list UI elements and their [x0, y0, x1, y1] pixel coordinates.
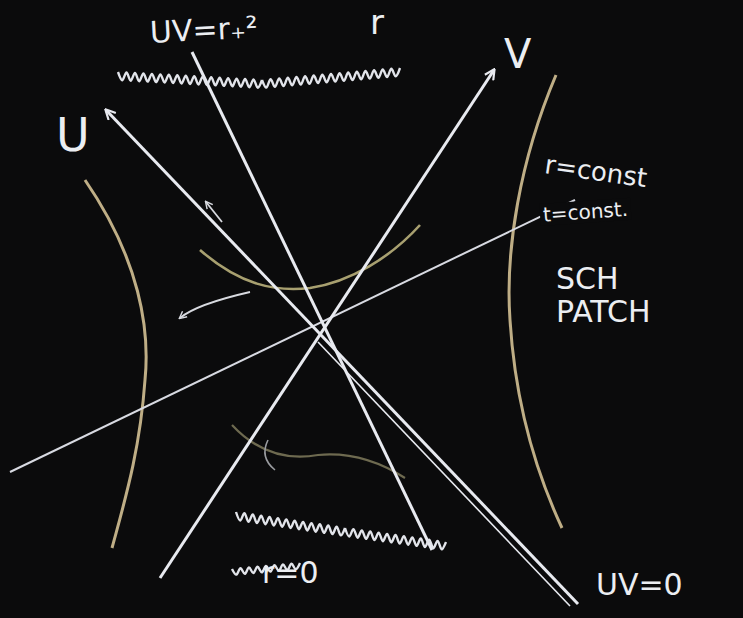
flow-arrow: [180, 292, 250, 318]
singularity-squiggle: [236, 512, 345, 535]
patch-label: SCH PATCH: [556, 262, 682, 328]
horizon-line: [192, 52, 432, 550]
u-axis-retrace: [318, 342, 570, 606]
coordinate-label: r: [370, 4, 384, 41]
singularity-label: r=0: [262, 556, 319, 589]
singularity-squiggle: [118, 72, 262, 88]
axis-label: V: [504, 32, 531, 76]
singularity-squiggle: [262, 68, 400, 88]
v-axis: [160, 70, 494, 578]
axis-label: U: [56, 110, 90, 161]
flow-arrow: [265, 440, 275, 470]
t-const-line: [10, 200, 575, 472]
u-axis: [106, 110, 578, 604]
line-label: t=const.: [539, 198, 631, 226]
equation-label: UV=r₊²: [149, 10, 258, 49]
curve-label: r=const: [543, 150, 649, 193]
flow-arrow: [206, 202, 222, 222]
r-const-curve: [509, 75, 562, 528]
r-const-curve: [85, 180, 146, 548]
equation-label: UV=0: [596, 568, 683, 601]
singularity-squiggle: [345, 528, 446, 549]
r-const-curve: [232, 425, 405, 478]
